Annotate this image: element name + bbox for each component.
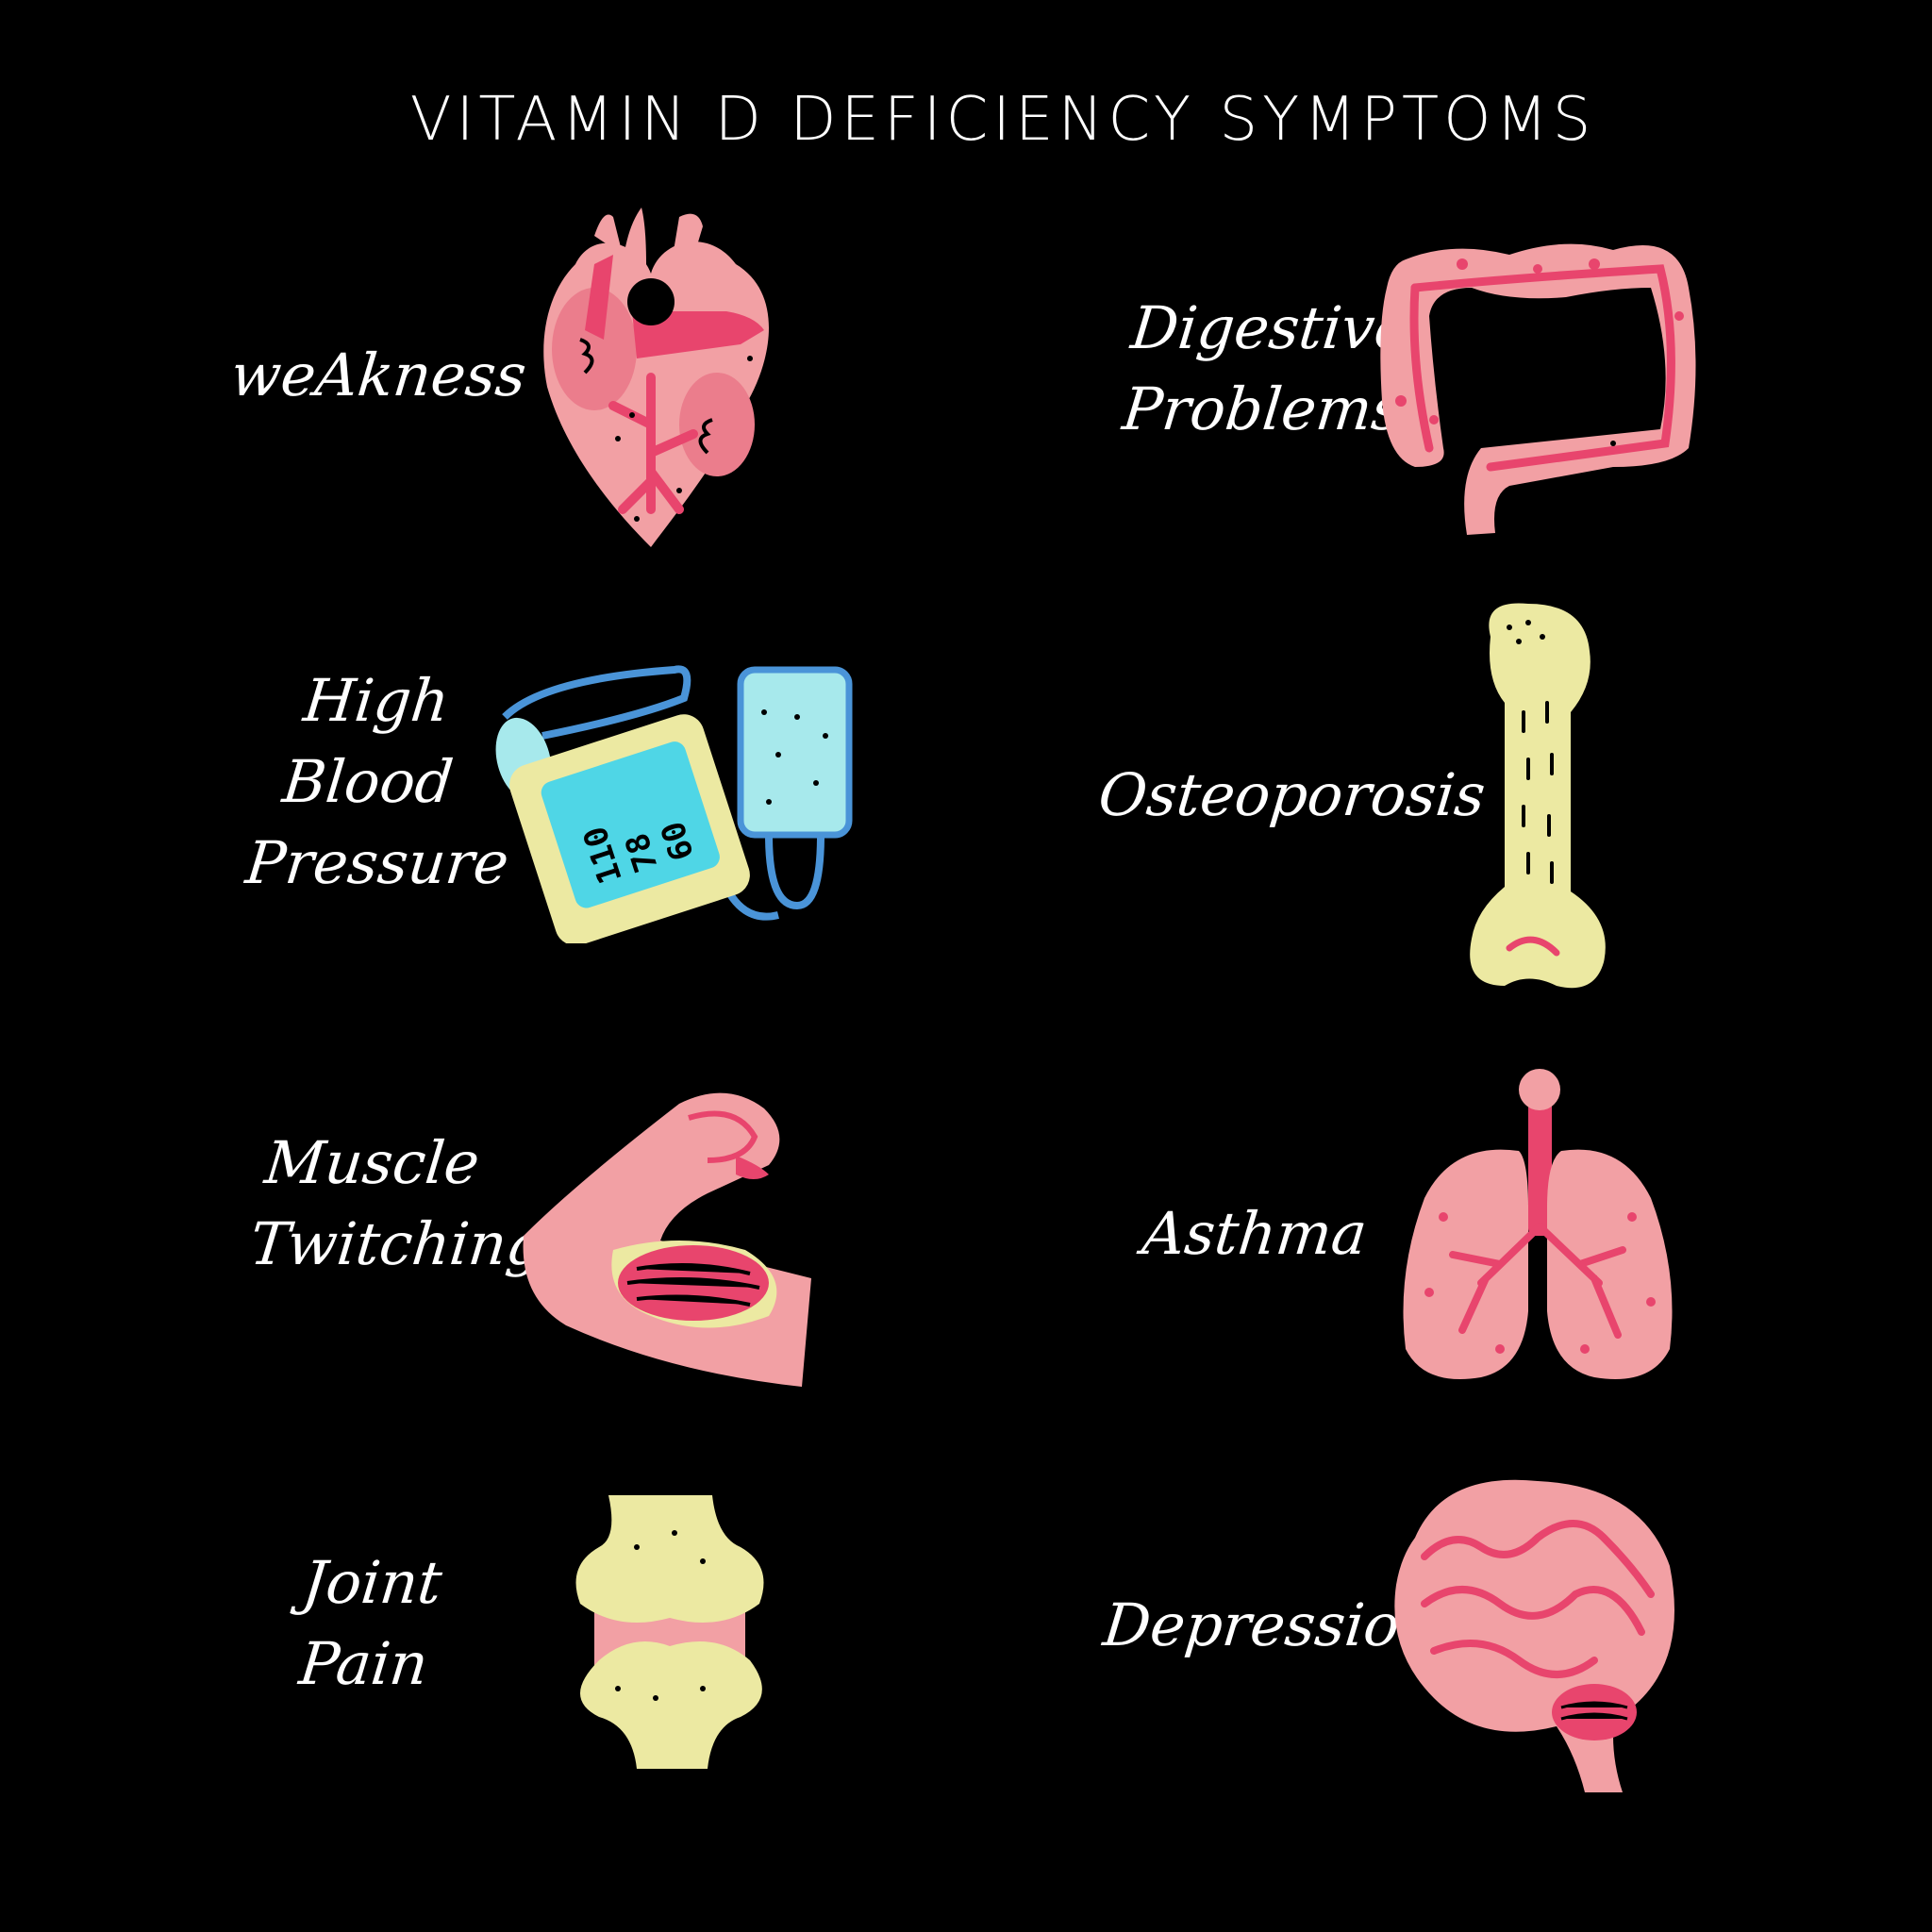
label-line: Joint [299, 1548, 445, 1617]
label-line: Problems [1119, 375, 1406, 443]
label-line: Pain [295, 1629, 432, 1698]
label-line: Twitching [246, 1209, 548, 1278]
arm-muscle-icon [523, 1092, 811, 1387]
symptom-label-joint-pain: Joint Pain [256, 1542, 480, 1705]
page-title: VITAMIN D DEFICIENCY SYMPTOMS [409, 85, 1596, 155]
joint-icon [575, 1495, 764, 1769]
brain-icon [1394, 1479, 1674, 1792]
symptom-label-high-blood-pressure: High Blood Pressure [242, 660, 512, 904]
label-line: Blood [279, 747, 457, 816]
label-line: Depression [1100, 1591, 1441, 1659]
blood-pressure-monitor-icon: 110 78 60 [495, 665, 853, 943]
label-line: Pressure [242, 828, 512, 897]
label-line: High [300, 666, 453, 735]
symptom-label-digestive-problems: Digestive Problems [1119, 288, 1413, 450]
lungs-icon [1403, 1069, 1673, 1379]
symptom-label-asthma: Asthma [1132, 1193, 1376, 1274]
label-line: Asthma [1139, 1199, 1371, 1268]
symptom-label-weakness: weAkness [226, 335, 530, 416]
heart-icon [543, 208, 769, 547]
symptom-label-osteoporosis: Osteoporosis [1094, 755, 1489, 836]
symptom-label-muscle-twitching: Muscle Twitching [246, 1123, 548, 1285]
label-line: Osteoporosis [1095, 760, 1489, 829]
symptom-label-depression: Depression [1099, 1585, 1441, 1666]
label-line: Digestive [1127, 293, 1413, 362]
bone-icon [1470, 603, 1606, 989]
label-line: weAkness [227, 341, 530, 409]
intestine-icon [1380, 243, 1696, 535]
label-line: Muscle [261, 1128, 483, 1197]
